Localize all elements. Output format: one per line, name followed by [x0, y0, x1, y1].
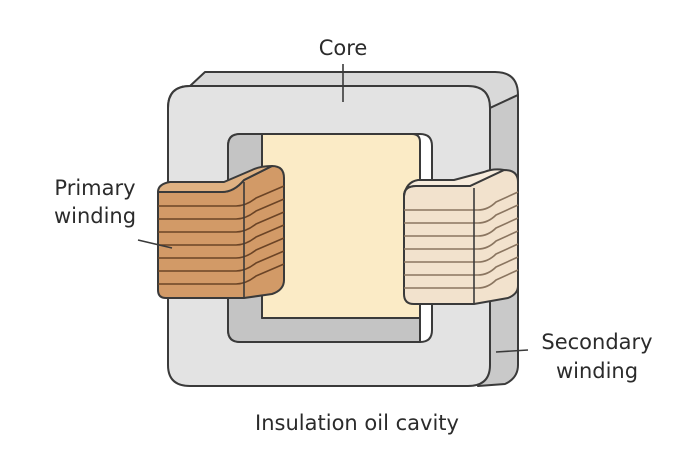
secondary-winding-turns: [404, 191, 519, 289]
leader-lines: [137, 64, 529, 353]
core-window-depth: [227, 133, 421, 343]
secondary-leader: [495, 349, 529, 353]
core-label: Core: [319, 36, 368, 60]
secondary-winding: [403, 168, 519, 305]
primary-winding: [157, 165, 285, 299]
primary-leader: [137, 239, 173, 249]
secondary-label-line1: Secondary: [541, 330, 652, 354]
cavity-label: Insulation oil cavity: [255, 411, 459, 435]
secondary-winding-top: [403, 168, 505, 197]
secondary-winding-body: [403, 169, 519, 305]
primary-label-line2: winding: [54, 204, 136, 228]
secondary-label-line2: winding: [556, 359, 638, 383]
primary-label-line1: Primary: [54, 176, 135, 200]
oil-cavity: [261, 133, 421, 319]
primary-winding-turns: [158, 185, 285, 285]
primary-winding-top: [157, 165, 273, 193]
